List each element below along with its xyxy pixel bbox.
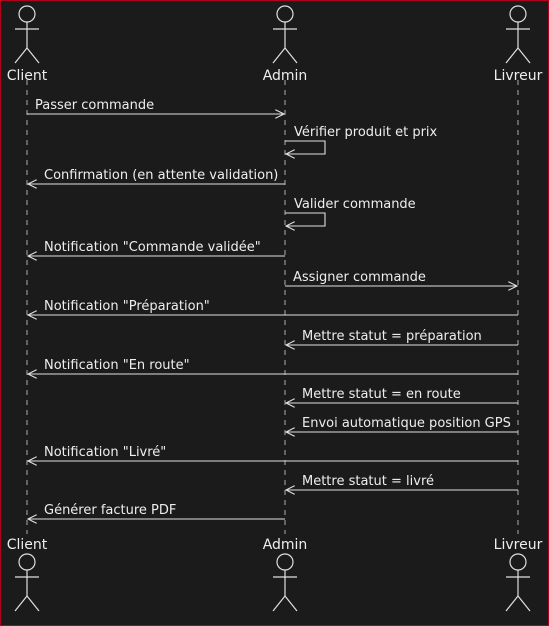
message-6: Assigner commande <box>285 270 517 286</box>
message-4: Valider commande <box>285 197 416 226</box>
actor-icon-livreur-top <box>505 5 531 64</box>
message-9: Notification "En route" <box>28 358 518 374</box>
actor-icon-livreur-bottom <box>505 553 531 612</box>
actor-name-client-bottom: Client <box>7 537 48 553</box>
message-label-7: Notification "Préparation" <box>44 299 210 314</box>
actor-icon-client-bottom <box>14 553 40 612</box>
message-3: Confirmation (en attente validation) <box>28 168 285 184</box>
message-label-11: Envoi automatique position GPS <box>302 416 511 431</box>
actor-name-client-top: Client <box>7 68 48 84</box>
actor-icon-client-top <box>14 5 40 64</box>
message-label-12: Notification "Livré" <box>44 445 166 460</box>
actor-icon-admin-top <box>272 5 298 64</box>
message-12: Notification "Livré" <box>28 445 518 461</box>
message-label-5: Notification "Commande validée" <box>44 240 261 255</box>
message-label-2: Vérifier produit et prix <box>294 125 438 140</box>
message-10: Mettre statut = en route <box>286 387 518 403</box>
message-label-9: Notification "En route" <box>44 358 190 373</box>
message-11: Envoi automatique position GPS <box>286 416 518 432</box>
message-5: Notification "Commande validée" <box>28 240 285 256</box>
message-7: Notification "Préparation" <box>28 299 518 315</box>
message-label-3: Confirmation (en attente validation) <box>44 168 278 183</box>
message-13: Mettre statut = livré <box>286 474 518 490</box>
actor-name-livreur-top: Livreur <box>494 68 543 84</box>
actor-name-admin-bottom: Admin <box>263 537 308 553</box>
message-label-14: Générer facture PDF <box>44 503 176 518</box>
self-arrow-2 <box>285 140 326 154</box>
actor-name-admin-top: Admin <box>263 68 308 84</box>
message-label-1: Passer commande <box>35 98 154 113</box>
message-2: Vérifier produit et prix <box>285 125 438 154</box>
self-arrow-4 <box>285 212 326 226</box>
message-label-8: Mettre statut = préparation <box>302 329 482 344</box>
message-label-10: Mettre statut = en route <box>302 387 461 402</box>
message-8: Mettre statut = préparation <box>286 329 518 345</box>
message-label-4: Valider commande <box>294 197 416 212</box>
message-1: Passer commande <box>27 98 284 114</box>
message-14: Générer facture PDF <box>28 503 285 519</box>
actor-name-livreur-bottom: Livreur <box>494 537 543 553</box>
message-label-13: Mettre statut = livré <box>302 474 434 489</box>
message-label-6: Assigner commande <box>293 270 426 285</box>
actor-icon-admin-bottom <box>272 553 298 612</box>
